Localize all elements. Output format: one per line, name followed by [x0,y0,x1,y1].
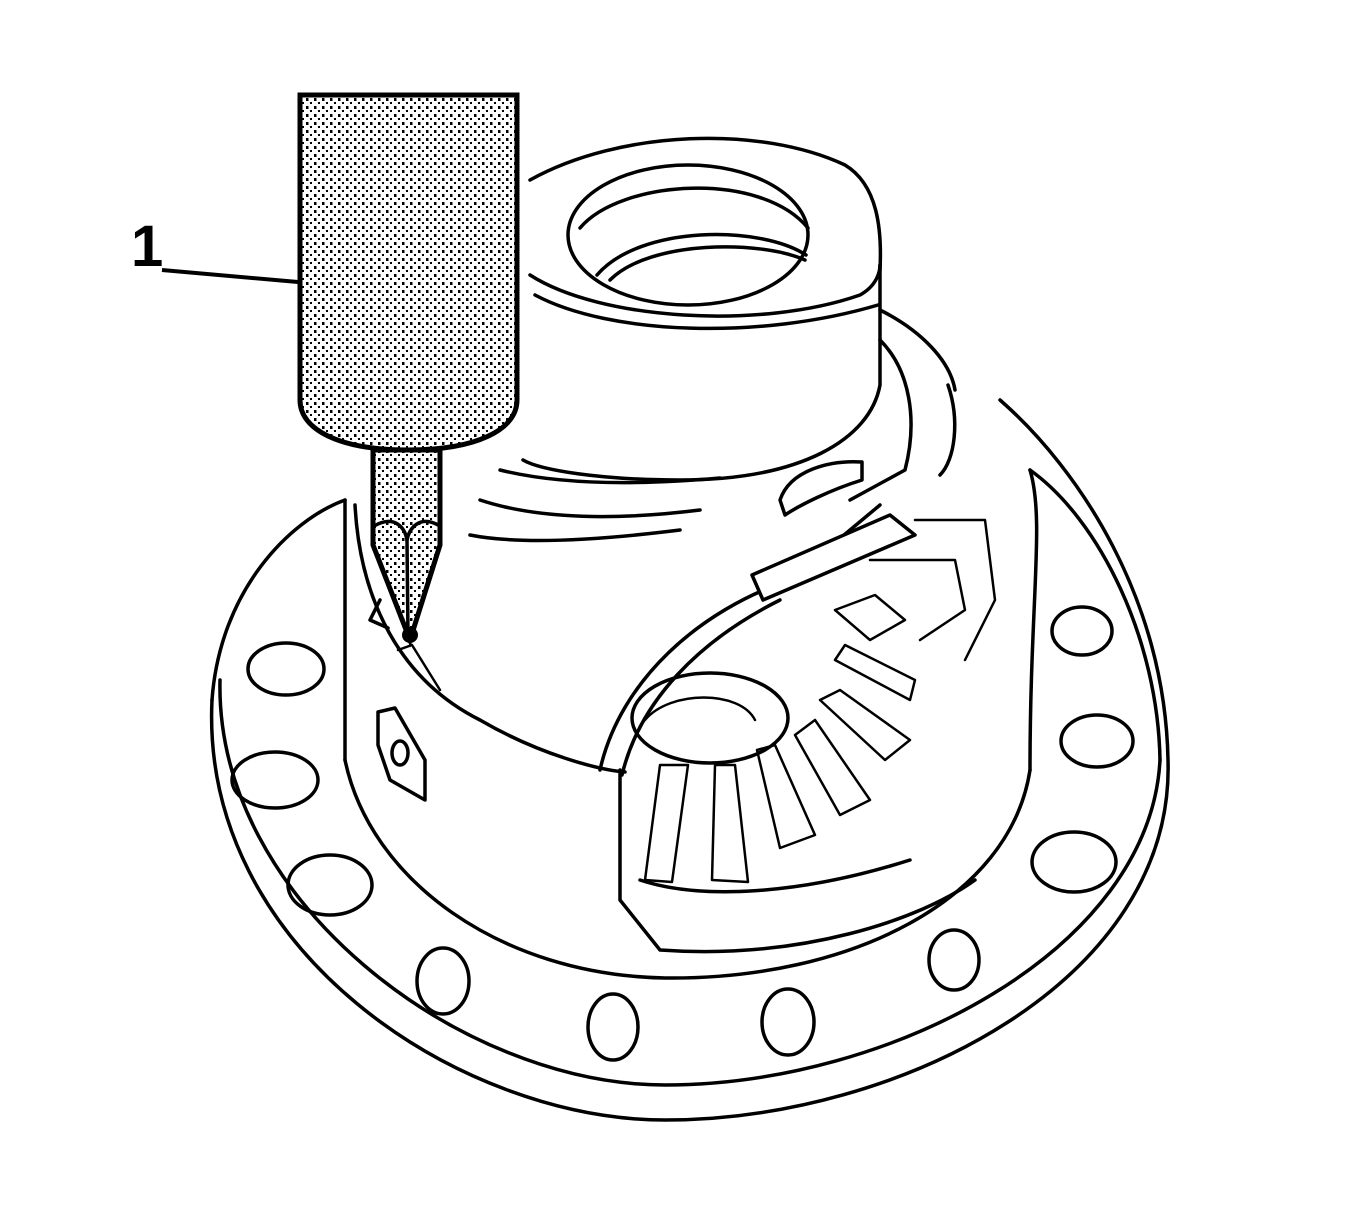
punch-tool [297,92,520,692]
callout-leader-line [161,268,299,284]
flange [209,398,1170,1122]
gear-window [598,503,997,954]
case-body [343,308,1039,774]
pin-boss [376,460,864,802]
bolt-holes [230,605,1135,1062]
callout-number-1: 1 [131,214,164,279]
bearing-hub [521,136,883,482]
